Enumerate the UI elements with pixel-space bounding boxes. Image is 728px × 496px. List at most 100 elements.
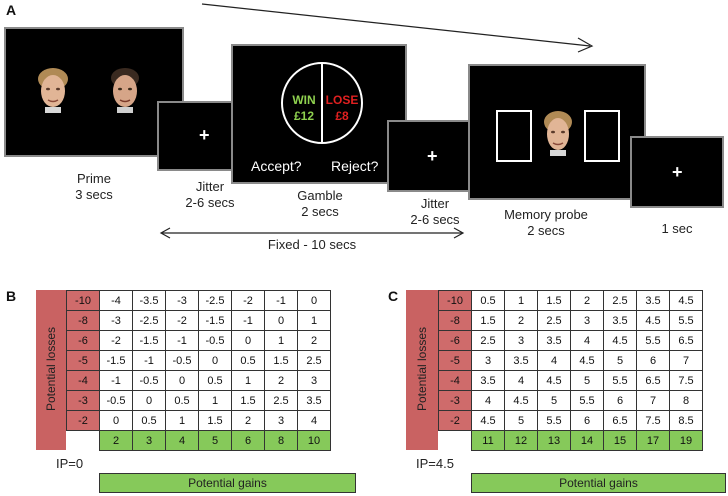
loss-value-cell: -6 [438, 330, 472, 351]
matrix-cell: 7.5 [669, 370, 703, 391]
matrix-cell: 1.5 [198, 410, 232, 431]
matrix-cell: 5.5 [603, 370, 637, 391]
probe-caption: Memory probe 2 secs [504, 207, 588, 238]
matrix-cell: 5.5 [636, 330, 670, 351]
jitter1-caption: Jitter 2-6 secs [185, 179, 235, 210]
matrix-cell: 3.5 [636, 290, 670, 311]
loss-value-cell: -2 [438, 410, 472, 431]
probe-box-left [496, 110, 532, 162]
matrix-cell: 2 [231, 410, 265, 431]
gain-value-cell: 15 [603, 430, 637, 451]
matrix-cell: 5 [570, 370, 604, 391]
loss-value-cell: -4 [438, 370, 472, 391]
matrix-cell: -1.5 [99, 350, 133, 371]
matrix-cell: -2.5 [198, 290, 232, 311]
matrix-cell: 7 [636, 390, 670, 411]
fixation-cross: + [672, 162, 683, 182]
jitter2-caption: Jitter 2-6 secs [410, 196, 460, 227]
matrix-cell: 0.5 [471, 290, 505, 311]
matrix-cell: 6 [636, 350, 670, 371]
matrix-cell: -0.5 [99, 390, 133, 411]
matrix-cell: -2 [231, 290, 265, 311]
loss-value-cell: -6 [66, 330, 100, 351]
matrix-cell: -1.5 [132, 330, 166, 351]
matrix-cell: 8.5 [669, 410, 703, 431]
matrix-cell: 1 [297, 310, 331, 331]
matrix-cell: 2 [264, 370, 298, 391]
face-right-icon [111, 68, 139, 113]
matrix-cell: 0 [198, 350, 232, 371]
panel-b-label: B [6, 288, 17, 304]
gamble-screen: WIN £12 LOSE £8 Accept? Reject? [231, 44, 407, 184]
matrix-cell: 6.5 [636, 370, 670, 391]
jitter-screen-2: + [387, 120, 477, 192]
matrix-cell: 5 [603, 350, 637, 371]
matrix-cell: 1.5 [537, 290, 571, 311]
gain-value-cell: 4 [165, 430, 199, 451]
loss-value-cell: -8 [438, 310, 472, 331]
matrix-cell: 1 [198, 390, 232, 411]
matrix-cell: 1.5 [264, 350, 298, 371]
matrix-cell: 5 [537, 390, 571, 411]
matrix-cell: 6.5 [669, 330, 703, 351]
matrix-cell: 3.5 [504, 350, 538, 371]
probe-face-icon [544, 111, 572, 156]
memory-probe-screen [468, 64, 646, 200]
matrix-cell: -3 [99, 310, 133, 331]
matrix-cell: -0.5 [165, 350, 199, 371]
matrix-cell: 0.5 [132, 410, 166, 431]
loss-value-cell: -5 [66, 350, 100, 371]
blank-cell [439, 431, 472, 451]
matrix-cell: 0 [231, 330, 265, 351]
matrix-cell: 4.5 [669, 290, 703, 311]
matrix-cell: 5 [504, 410, 538, 431]
matrix-cell: 0.5 [198, 370, 232, 391]
matrix-cell: 2.5 [297, 350, 331, 371]
matrix-cell: 0 [99, 410, 133, 431]
matrix-cell: -1 [132, 350, 166, 371]
matrix-cell: 5.5 [570, 390, 604, 411]
fixation-cross: + [427, 146, 438, 166]
accept-option: Accept? [251, 158, 302, 174]
matrix-cell: 1.5 [471, 310, 505, 331]
gain-value-cell: 6 [231, 430, 265, 451]
gain-value-cell: 3 [132, 430, 166, 451]
matrix-cell: 1 [165, 410, 199, 431]
matrix-cell: 3.5 [471, 370, 505, 391]
matrix-cell: -2 [99, 330, 133, 351]
matrix-cell: 2.5 [471, 330, 505, 351]
losses-axis-bar-right [406, 290, 438, 450]
matrix-cell: 4 [504, 370, 538, 391]
matrix-cell: 0 [165, 370, 199, 391]
gain-value-cell: 2 [99, 430, 133, 451]
matrix-cell: -1.5 [198, 310, 232, 331]
reject-option: Reject? [331, 158, 379, 174]
gain-value-cell: 13 [537, 430, 571, 451]
matrix-cell: 4.5 [636, 310, 670, 331]
lose-amount: LOSE £8 [325, 93, 359, 123]
prime-screen [4, 27, 184, 157]
probe-box-right [584, 110, 620, 162]
gain-value-cell: 14 [570, 430, 604, 451]
matrix-cell: 7.5 [636, 410, 670, 431]
matrix-cell: 0.5 [165, 390, 199, 411]
matrix-cell: 6.5 [603, 410, 637, 431]
matrix-cell: -4 [99, 290, 133, 311]
matrix-cell: -1 [165, 330, 199, 351]
matrix-cell: 6 [603, 390, 637, 411]
gain-value-cell: 11 [471, 430, 505, 451]
matrix-cell: 3.5 [537, 330, 571, 351]
panel-c-label: C [388, 288, 399, 304]
matrix-cell: 0 [264, 310, 298, 331]
gains-axis-bar-right: Potential gains [471, 473, 726, 493]
matrix-cell: -3.5 [132, 290, 166, 311]
gamble-caption: Gamble 2 secs [297, 188, 343, 219]
